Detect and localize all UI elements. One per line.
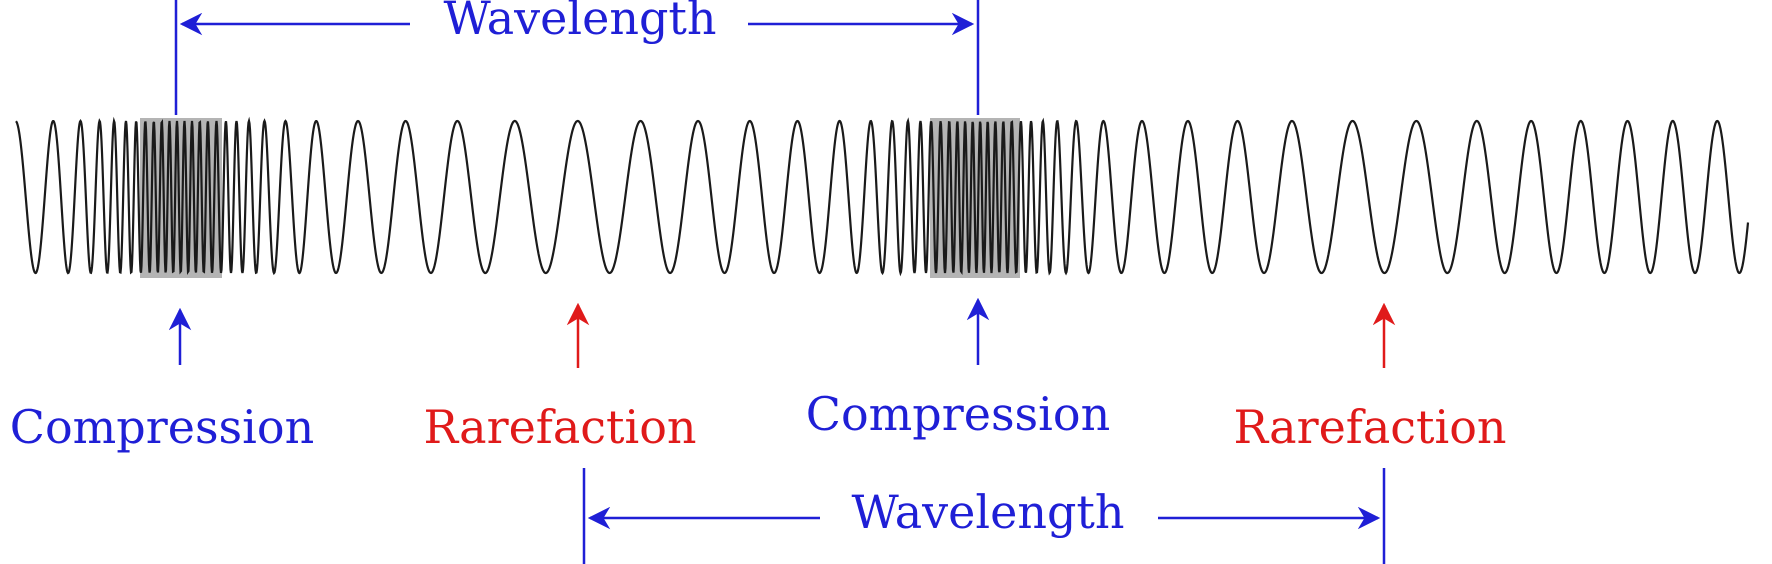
compression-marker-2: Compression <box>806 297 1110 441</box>
compression-1-label: Compression <box>10 400 314 454</box>
compression-marker-1: Compression <box>10 307 314 454</box>
wavelength-bottom-label: Wavelength <box>851 485 1124 539</box>
wave-line <box>15 116 1750 277</box>
wavelength-top-bracket: Wavelength <box>174 0 980 115</box>
wavelength-bottom-bracket: Wavelength <box>582 468 1386 564</box>
rarefaction-1-label: Rarefaction <box>423 400 696 454</box>
rarefaction-marker-2: Rarefaction <box>1233 302 1507 454</box>
rarefaction-marker-1: Rarefaction <box>423 302 697 454</box>
compression-2-label: Compression <box>806 387 1110 441</box>
wavelength-top-label: Wavelength <box>443 0 716 45</box>
rarefaction-2-label: Rarefaction <box>1233 400 1506 454</box>
